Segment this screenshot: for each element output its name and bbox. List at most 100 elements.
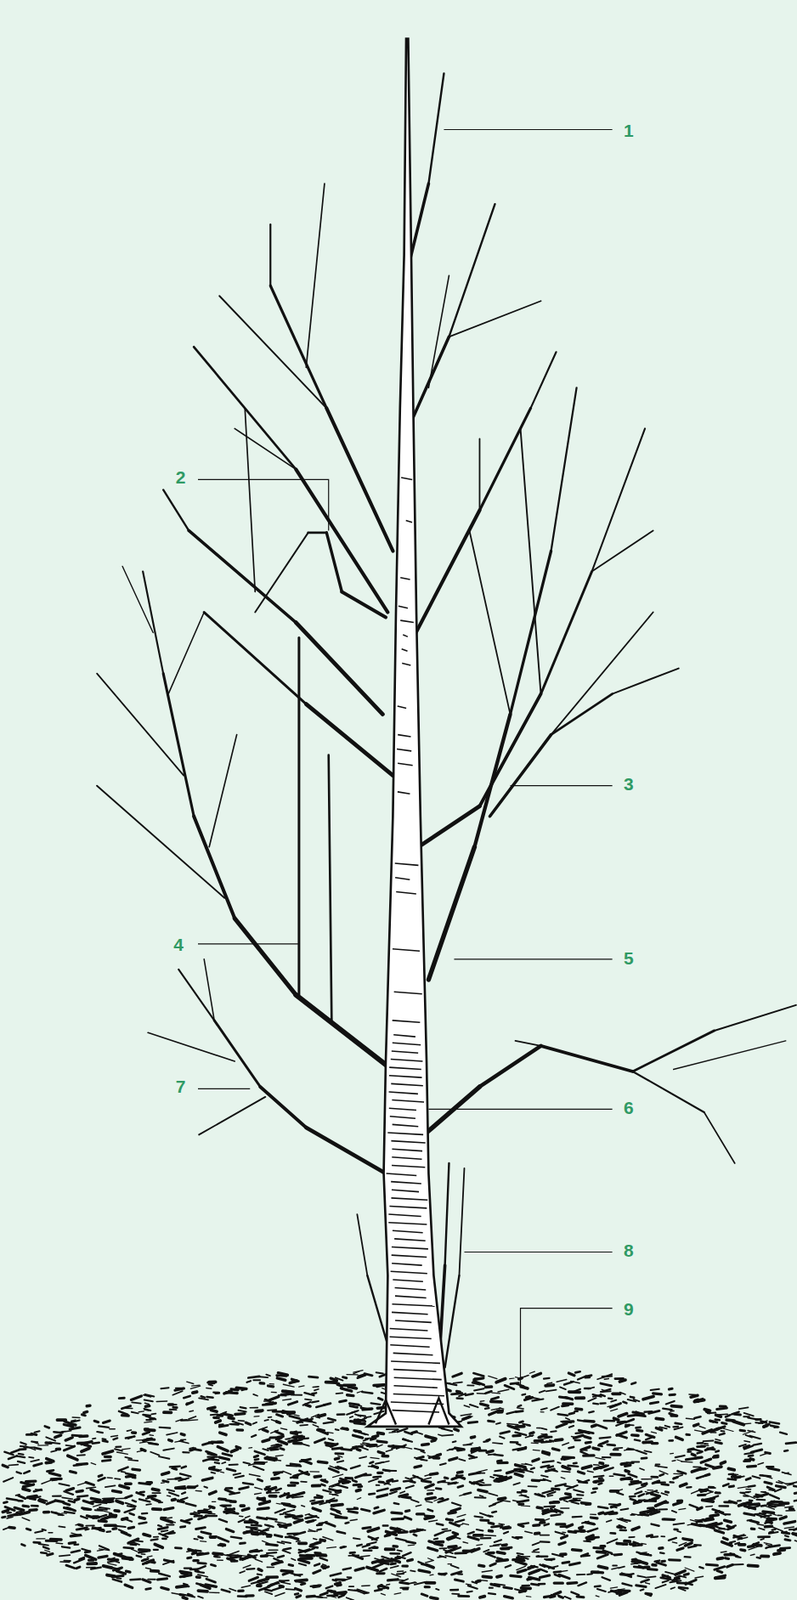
mulch-chip xyxy=(504,1384,515,1389)
mulch-chip xyxy=(268,1549,278,1551)
mulch-chip xyxy=(277,1555,284,1558)
mulch-chip xyxy=(153,1548,159,1551)
mulch-chip xyxy=(381,1556,390,1560)
mulch-chip xyxy=(607,1443,616,1448)
mulch-chip xyxy=(194,1449,202,1451)
mulch-chip xyxy=(262,1439,270,1442)
mulch-chip xyxy=(8,1513,19,1516)
mulch-chip xyxy=(525,1395,530,1399)
mulch-chip xyxy=(333,1474,344,1477)
mulch-chip xyxy=(299,1424,308,1426)
mulch-chip xyxy=(594,1584,601,1588)
mulch-chip xyxy=(725,1556,730,1561)
mulch-chip xyxy=(614,1489,622,1492)
mulch-chip xyxy=(198,1537,204,1539)
mulch-chip xyxy=(458,1594,470,1598)
mulch-chip xyxy=(103,1565,113,1568)
mulch-chip xyxy=(62,1497,73,1499)
mulch-chip xyxy=(705,1474,710,1476)
mulch-chip xyxy=(756,1498,765,1501)
mulch-chip xyxy=(519,1590,526,1593)
mulch-chip xyxy=(73,1559,85,1564)
mulch-chip xyxy=(531,1583,539,1585)
mulch-chip xyxy=(562,1405,569,1407)
mulch-chip xyxy=(517,1570,526,1573)
mulch-chip xyxy=(387,1480,393,1482)
mulch-chip xyxy=(312,1508,321,1511)
mulch-chip xyxy=(369,1462,374,1464)
mulch-chip xyxy=(529,1435,533,1436)
mulch-chip xyxy=(644,1450,651,1453)
mulch-chip xyxy=(660,1551,664,1555)
mulch-chip xyxy=(28,1456,34,1459)
mulch-chip xyxy=(645,1576,656,1578)
mulch-chip xyxy=(686,1433,690,1436)
mulch-chip xyxy=(594,1467,600,1470)
mulch-chip xyxy=(209,1468,220,1470)
mulch-chip xyxy=(343,1377,347,1379)
mulch-chip xyxy=(346,1597,355,1600)
mulch-chip xyxy=(362,1442,370,1444)
mulch-chip xyxy=(581,1503,590,1504)
mulch-chip xyxy=(414,1448,424,1452)
mulch-chip xyxy=(402,1564,408,1567)
mulch-chip xyxy=(305,1419,317,1423)
mulch-chip xyxy=(5,1506,15,1510)
mulch-chip xyxy=(486,1384,492,1389)
mulch-chip xyxy=(517,1557,525,1560)
mulch-chip xyxy=(357,1374,366,1378)
mulch-chip xyxy=(546,1510,554,1512)
mulch-chip xyxy=(627,1447,638,1451)
mulch-chip xyxy=(576,1396,584,1400)
mulch-chip xyxy=(388,1579,398,1581)
mulch-chip xyxy=(505,1565,511,1567)
mulch-chip xyxy=(468,1537,479,1540)
mulch-chip xyxy=(146,1588,152,1589)
mulch-chip xyxy=(553,1592,561,1595)
mulch-chip xyxy=(610,1504,620,1508)
mulch-chip xyxy=(158,1573,170,1577)
mulch-chip xyxy=(686,1458,696,1460)
mulch-chip xyxy=(255,1410,263,1412)
mulch-chip xyxy=(74,1498,80,1500)
mulch-chip xyxy=(236,1447,241,1449)
mulch-chip xyxy=(143,1534,151,1537)
mulch-chip xyxy=(132,1467,141,1471)
mulch-chip xyxy=(678,1470,686,1474)
mulch-chip xyxy=(431,1440,436,1442)
mulch-chip xyxy=(746,1488,751,1491)
mulch-chip xyxy=(637,1429,643,1433)
mulch-chip xyxy=(186,1503,197,1506)
mulch-chip xyxy=(665,1490,669,1494)
mulch-chip xyxy=(482,1576,492,1578)
mulch-chip xyxy=(625,1464,631,1466)
mulch-chip xyxy=(370,1457,379,1459)
mulch-chip xyxy=(735,1556,741,1558)
mulch-chip xyxy=(376,1372,384,1374)
mulch-chip xyxy=(406,1486,414,1489)
mulch-chip xyxy=(265,1591,272,1594)
mulch-chip xyxy=(183,1396,191,1398)
mulch-chip xyxy=(294,1518,302,1520)
mulch-chip xyxy=(240,1407,247,1408)
mulch-chip xyxy=(394,1503,399,1504)
mulch-chip xyxy=(611,1567,619,1570)
mulch-chip xyxy=(219,1519,227,1522)
mulch-chip xyxy=(724,1520,732,1522)
mulch-chip xyxy=(614,1418,619,1420)
mulch-chip xyxy=(556,1522,566,1526)
mulch-chip xyxy=(393,1544,398,1549)
mulch-chip xyxy=(197,1596,204,1599)
mulch-chip xyxy=(195,1490,202,1493)
mulch-chip xyxy=(645,1592,651,1596)
mulch-chip xyxy=(177,1497,188,1502)
mulch-chip xyxy=(531,1468,535,1470)
mulch-chip xyxy=(435,1540,443,1544)
mulch-chip xyxy=(706,1564,718,1566)
mulch-chip xyxy=(468,1421,477,1423)
mulch-chip xyxy=(446,1519,453,1521)
mulch-chip xyxy=(737,1537,747,1540)
mulch-chip xyxy=(318,1414,326,1417)
mulch-chip xyxy=(715,1451,718,1453)
mulch-chip xyxy=(136,1450,143,1453)
